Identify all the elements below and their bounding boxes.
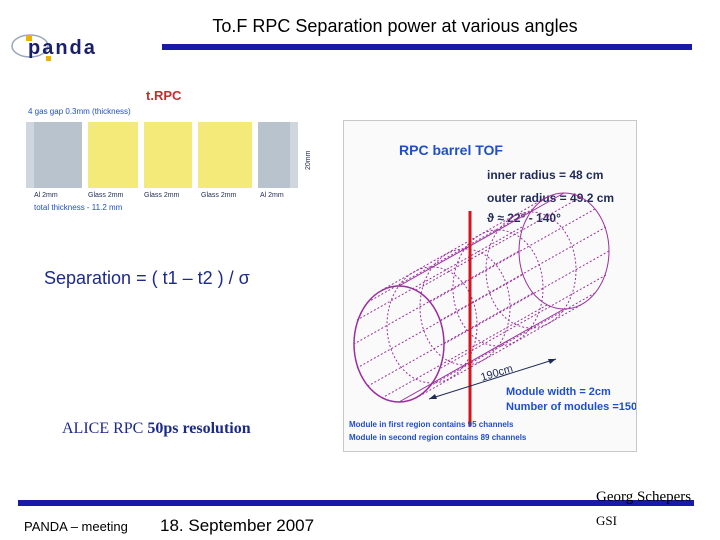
num-modules-label: Number of modules =150 [506,401,636,413]
cylinder-bottom-edge [398,308,565,403]
layer-label: Al 2mm [34,192,58,199]
trpc-title: t.RPC [146,88,182,103]
footer-bar [18,500,694,506]
layer-edge [290,122,298,188]
barrel-cylinder [353,192,610,403]
footer-author: Georg Schepers [596,489,692,505]
gas-gap [138,122,144,188]
gas-gap [192,122,198,188]
inner-radius-label: inner radius = 48 cm [487,168,603,182]
title-underline-bar [162,44,692,50]
note-first-region: Module in first region contains 95 chann… [349,420,514,429]
footer-institute: GSI [596,513,617,528]
gas-gap [82,122,88,188]
alice-resolution-text: ALICE RPC 50ps resolution [62,420,251,438]
layer-label: Glass 2mm [144,192,180,199]
cylinder-grid [353,196,610,399]
arrow-head-left [429,394,437,399]
alice-prefix: ALICE RPC [62,420,148,437]
panel-title: RPC barrel TOF [399,142,503,158]
arrow-head-right [548,359,556,364]
theta-range-label: ϑ ≈ 22° - 140° [487,211,561,225]
footer-date: 18. September 2007 [160,516,315,535]
rpc-barrel-tof-panel: RPC barrel TOF inner radius = 48 cm oute… [343,120,637,452]
cylinder-front-rim [353,285,445,403]
layer-edge [26,122,34,188]
layer-al-right [258,122,290,188]
trpc-layer-diagram: 4 gas gap 0.3mm (thickness) 20mm Al 2mm … [26,107,312,212]
layer-al-left [34,122,82,188]
layer-glass-1 [88,122,138,188]
alice-suffix: 50ps resolution [147,420,251,437]
layer-label: Glass 2mm [201,192,237,199]
logo-text: panda [28,37,97,59]
height-label: 20mm [305,150,312,170]
footer-meeting: PANDA – meeting [24,519,128,534]
separation-formula: Separation = ( t1 – t2 ) / σ [44,268,250,288]
gas-gap-label: 4 gas gap 0.3mm (thickness) [28,107,131,116]
layer-label: Glass 2mm [88,192,124,199]
barrel-tof-diagram: RPC barrel TOF inner radius = 48 cm oute… [349,142,637,442]
cylinder-top-edge [398,192,565,287]
layer-glass-2 [144,122,192,188]
total-thickness-label: total thickness - 11.2 mm [34,203,123,212]
length-label: 190cm [479,363,514,384]
outer-radius-label: outer radius = 49.2 cm [487,191,614,205]
module-width-label: Module width = 2cm [506,386,611,398]
slide-title: To.F RPC Separation power at various ang… [212,16,578,36]
logo-square-yellow-2 [46,56,51,61]
panda-logo: panda [11,34,97,61]
logo-square-yellow [26,35,32,41]
length-arrow [428,358,557,400]
layer-label: Al 2mm [260,192,284,199]
note-second-region: Module in second region contains 89 chan… [349,433,527,442]
gas-gap [252,122,258,188]
layer-glass-3 [198,122,252,188]
